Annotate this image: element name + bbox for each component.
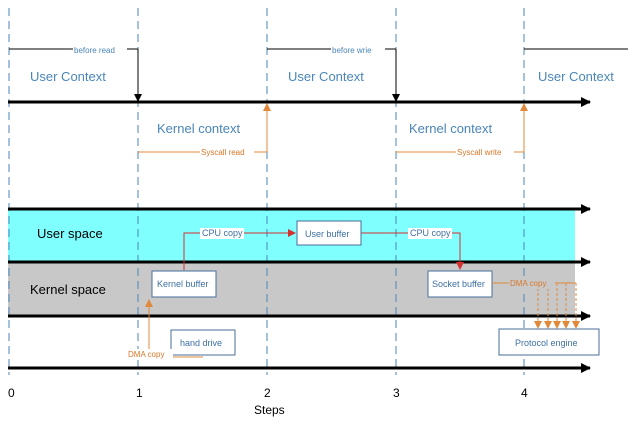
socket-buffer-label: Socket buffer	[432, 279, 485, 289]
protocol-engine-box	[498, 328, 600, 356]
tick-3: 3	[393, 386, 400, 400]
kernel-context-label-2: Kernel context	[409, 121, 492, 136]
cpu-copy-arrow-1	[183, 229, 296, 270]
step-gridlines	[8, 8, 525, 375]
before-read-label: before read	[74, 46, 115, 55]
user-buffer-box	[296, 220, 362, 246]
timeline-arrows	[8, 97, 591, 373]
user-space-label: User space	[37, 226, 103, 241]
dma-copy-in-label: DMA copy	[128, 350, 164, 359]
syscall-read-label: Syscall read	[201, 148, 245, 157]
hand-drive-box	[170, 329, 236, 356]
syscall-write-label: Syscall write	[457, 148, 502, 157]
user-context-label-2: User Context	[288, 69, 364, 84]
cpu-copy-label-1: CPU copy	[202, 228, 243, 238]
dma-copy-out-arrows	[492, 282, 580, 329]
cpu-copy-label-2: CPU copy	[410, 228, 451, 238]
kernel-context-label-1: Kernel context	[157, 121, 240, 136]
hand-drive-label: hand drive	[180, 338, 222, 348]
socket-buffer-box	[427, 270, 493, 298]
dma-copy-out-label: DMA copy	[510, 279, 546, 288]
tick-4: 4	[521, 386, 528, 400]
kernel-space-label: Kernel space	[30, 282, 106, 297]
user-context-label-3: User Context	[538, 69, 614, 84]
before-write-label: before wrie	[332, 46, 372, 55]
user-buffer-label: User buffer	[305, 229, 349, 239]
axis-title: Steps	[254, 403, 285, 417]
kernel-buffer-box	[151, 270, 217, 298]
tick-1: 1	[136, 386, 143, 400]
protocol-engine-label: Protocol engine	[515, 338, 578, 348]
kernel-buffer-label: Kernel buffer	[157, 279, 208, 289]
tick-0: 0	[8, 386, 15, 400]
cpu-copy-arrow-2	[361, 232, 464, 270]
user-context-label-1: User Context	[30, 69, 106, 84]
tick-2: 2	[264, 386, 271, 400]
